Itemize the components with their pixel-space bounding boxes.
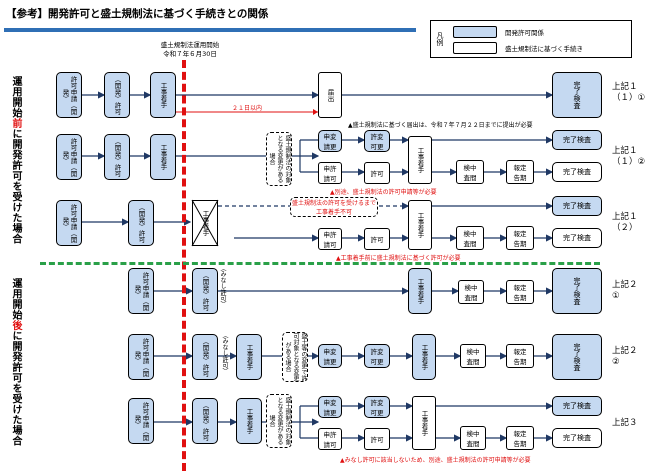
start-date-line: [182, 60, 186, 471]
step-teiki: 報定 告期: [506, 280, 534, 304]
period-label: ２１日以内: [232, 105, 263, 112]
step-koji-chakushu: 工事着手: [150, 134, 176, 180]
condition-1: 盛土規制法の対象となる変更がある場合: [266, 132, 292, 186]
minashi-label: （みなし許可）: [221, 332, 228, 374]
legend-swatch-morido: [453, 42, 497, 54]
section-before-keyword: 前: [10, 118, 21, 129]
legend-swatch-kaihatsu: [453, 26, 497, 38]
step-teiki: 報定 告期: [506, 160, 534, 184]
step-shinsei: 申許 請可: [318, 228, 342, 250]
minashi-label: （みなし許可）: [219, 265, 226, 307]
step-chukan: 検中 査間: [456, 160, 484, 184]
case-label-6: 上記３: [612, 418, 638, 428]
step-chukan: 検中 査間: [458, 280, 484, 304]
start-note: 盛土規制法運用開始 令和７年６月30日: [150, 41, 230, 59]
page-title: 【参考】開発許可と盛土規制法に基づく手続きとの関係: [6, 8, 269, 20]
step-koji-chakushu-crossed: 工事着手: [192, 200, 218, 246]
legend-item-morido: 盛土規制法に基づく手続き: [505, 45, 583, 53]
note-todokede-deadline: ▲盛土規制法に基づく届出は、令和７年７月２２日までに提出が必要: [348, 122, 533, 129]
step-kaihatsu-kyoka-minashi: （開発）許可: [192, 334, 218, 380]
step-henko-kyoka: 許変 可更: [364, 344, 390, 368]
step-kaihatsu-kyoka: （開発）許可: [104, 72, 130, 118]
case-label-4: 上記２ ①: [612, 280, 638, 301]
step-kansei-morido: 完了検査: [552, 428, 602, 448]
step-koji-chakushu-morido: 工事着手: [412, 396, 436, 450]
step-kansei: 完了検査: [552, 396, 602, 416]
section-before: 運用開始前に開発許可を受けた場合: [10, 76, 21, 244]
step-koji-chakushu: 工事着手: [150, 72, 176, 118]
section-after: 運用開始後に開発許可を受けた場合: [10, 278, 21, 446]
case-label-3: 上記１ （２）: [612, 212, 638, 233]
step-teiki: 報定 告期: [506, 226, 534, 250]
step-kaihatsu-kyoka: （開発）許可: [128, 200, 154, 246]
step-koji-chakushu: 工事着手: [236, 334, 262, 380]
step-shinsei: 申許 請可: [318, 428, 342, 450]
note-chakushu-mae: ▲工事着手前に盛土規制法に基づく許可が必要: [336, 255, 461, 262]
step-kyoka: 許可: [364, 428, 390, 450]
title-rule: [4, 28, 416, 32]
step-koji-chakushu: 工事着手: [408, 268, 432, 314]
step-henko-kyoka: 許変 可更: [364, 396, 390, 418]
step-shinsei: 申許 請可: [318, 162, 342, 184]
step-kyoka: 許可: [364, 228, 390, 250]
legend: 凡例 開発許可関係 盛土規制法に基づく手続き: [430, 20, 632, 58]
start-note-line-2: 令和７年６月30日: [163, 50, 217, 58]
step-kaihatsu-shinsei: 許可申請（開発）: [128, 398, 154, 444]
step-kansei-morido: 完了検査: [552, 228, 602, 248]
step-koji-chakushu-morido: 工事着手: [408, 200, 432, 250]
note-minashi-gaitou: ▲みなし許可に該当しないため、別途、盛土規制法の許可申請等が必要: [340, 457, 531, 464]
section-divider: [40, 262, 600, 265]
step-kaihatsu-shinsei: 許可申請（開発）: [56, 134, 82, 180]
condition-3: 盛土等の変更で許可対象となる変更がある場合: [282, 332, 308, 382]
section-after-keyword: 後: [10, 320, 21, 331]
legend-item-kaihatsu: 開発許可関係: [505, 29, 544, 37]
step-kaihatsu-shinsei: 許可申請（開発）: [56, 200, 82, 246]
step-chukan: 検中 査間: [456, 226, 484, 250]
note-bettokyoka: ▲別途、盛土規制法の許可申請等が必要: [330, 189, 437, 196]
step-koji-chakushu-morido: 工事着手: [408, 136, 432, 184]
step-henko-shinsei: 申変 請更: [318, 396, 342, 418]
condition-4: 盛土規制法の対象となる変更がある場合: [266, 394, 292, 448]
step-henko-shinsei: 申変 請更: [318, 344, 342, 368]
step-henko-shinsei: 申変 請更: [318, 130, 342, 152]
step-koji-chakushu: 工事着手: [412, 334, 436, 380]
step-kaihatsu-shinsei: 許可申請（開発）: [128, 334, 154, 380]
case-label-2: 上記１ （１）②: [612, 146, 646, 167]
step-kansei: 完了検査: [552, 72, 602, 118]
condition-2: 盛土規制法の許可を受けるまで工事着手不可: [290, 197, 378, 217]
step-kaihatsu-shinsei: 許可申請（開発）: [56, 72, 82, 118]
step-kaihatsu-kyoka: （開発）許可: [192, 398, 218, 444]
start-note-line-1: 盛土規制法運用開始: [160, 41, 220, 49]
step-kaihatsu-shinsei: 許可申請（開発）: [128, 268, 154, 314]
step-kansei-morido: 完了検査: [552, 162, 602, 182]
step-kyoka: 許可: [364, 162, 390, 184]
step-kansei: 完了検査: [552, 130, 602, 150]
step-todokede: 届出: [318, 72, 342, 118]
case-label-5: 上記２ ②: [612, 346, 638, 367]
legend-label: 凡例: [436, 32, 444, 46]
case-label-1: 上記１ （１）①: [612, 82, 646, 103]
step-teiki: 報定 告期: [506, 344, 534, 368]
step-teiki: 報定 告期: [506, 426, 534, 450]
step-henko-kyoka: 許変 可更: [364, 130, 390, 152]
step-koji-chakushu: 工事着手: [236, 398, 262, 444]
step-kansei: 完了検査: [552, 196, 602, 216]
step-kansei: 完了検査: [552, 268, 602, 314]
step-chukan: 検中 査間: [460, 344, 486, 368]
step-kaihatsu-kyoka-minashi: （開発）許可: [192, 268, 218, 314]
step-kaihatsu-kyoka: （開発）許可: [104, 134, 130, 180]
step-kansei: 完了検査: [552, 334, 602, 380]
step-chukan: 検中 査間: [460, 426, 486, 450]
